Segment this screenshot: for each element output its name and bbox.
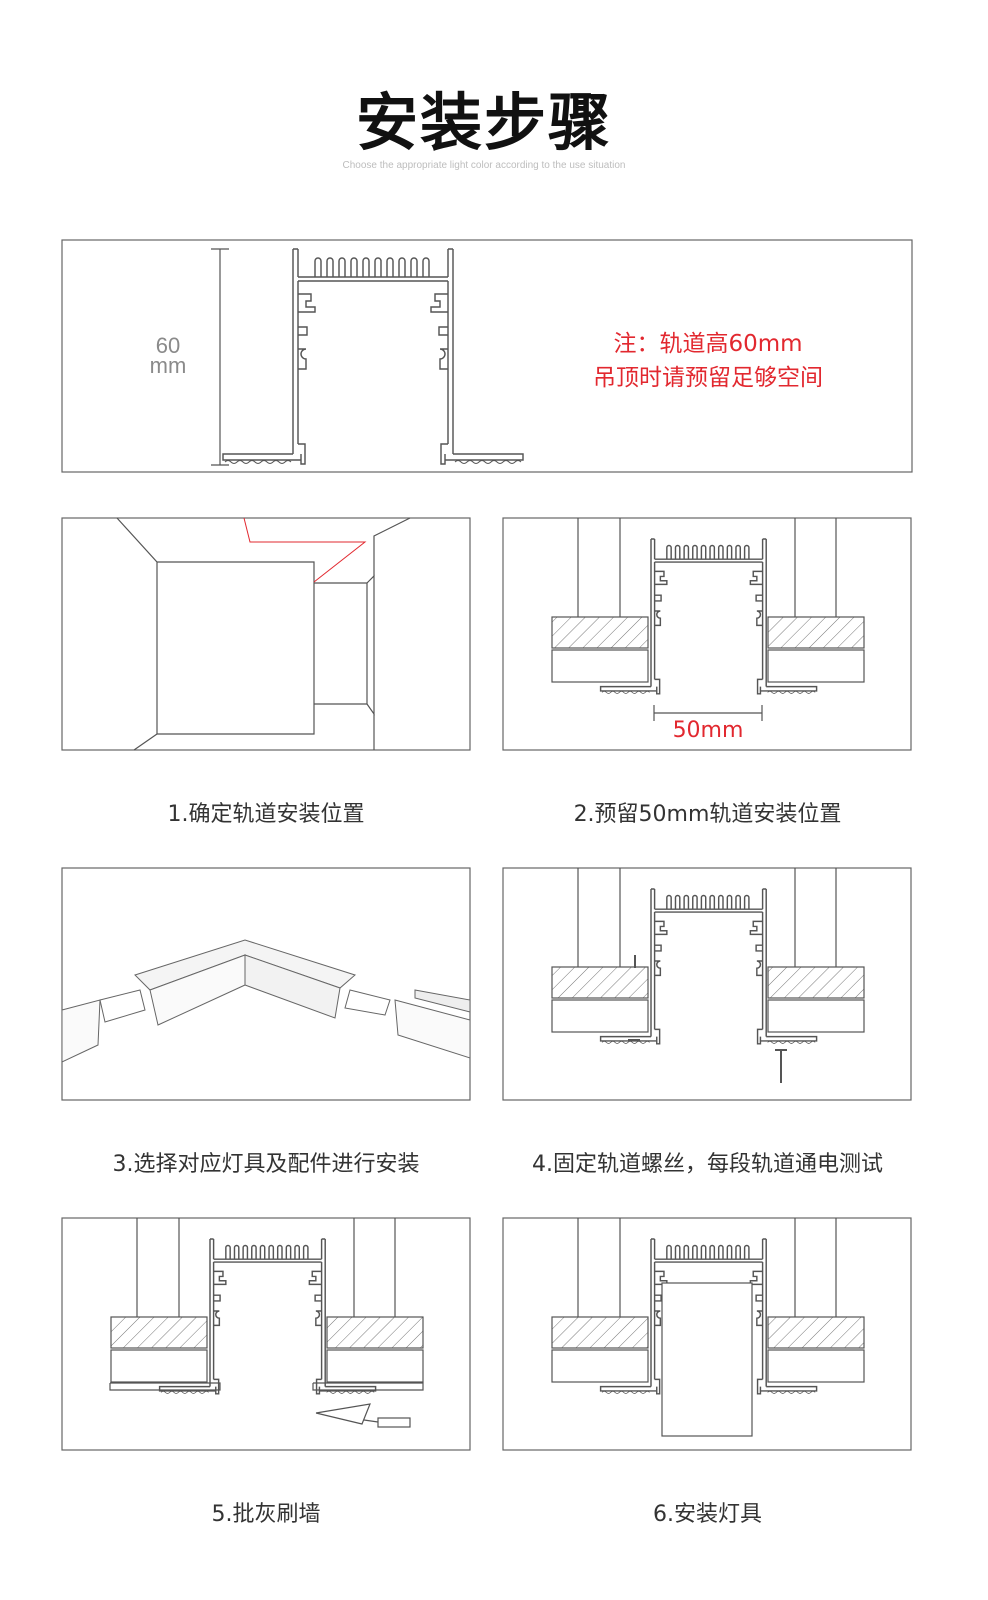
ceiling-board-hatched (110, 1316, 208, 1349)
dimension-50mm: 50mm (672, 718, 744, 743)
ceiling-board-hatched (767, 966, 865, 999)
page-subtitle: Choose the appropriate light color accor… (342, 160, 626, 171)
step-2-caption: 2.预留50mm轨道安装位置 (573, 802, 842, 827)
track-outline (599, 1238, 818, 1395)
step-1-panel (61, 517, 471, 751)
flange-texture (224, 460, 522, 464)
step-6-caption: 6.安装灯具 (653, 1502, 762, 1527)
flange-texture (601, 690, 816, 694)
ceiling-board-hatched (551, 1316, 649, 1349)
track-outline (222, 248, 524, 465)
trowel-neck (363, 1419, 379, 1423)
marking-line (243, 517, 367, 583)
ceiling-board (767, 649, 865, 683)
height-value: 60 (155, 333, 181, 358)
track-profile-large (222, 248, 524, 465)
step-4-caption: 4.固定轨道螺丝，每段轨道通电测试 (532, 1152, 883, 1177)
step-3-caption: 3.选择对应灯具及配件进行安装 (112, 1152, 420, 1177)
connector-right (344, 989, 391, 1016)
room-edge (133, 733, 158, 751)
plaster-layer (109, 1382, 221, 1391)
recess (314, 582, 368, 705)
ceiling-board (767, 999, 865, 1033)
flange-texture (601, 1040, 816, 1044)
flange-texture (601, 1390, 816, 1394)
recess-side (366, 574, 375, 716)
track-outline (599, 538, 818, 695)
lamp-body (661, 1282, 753, 1437)
step-5-caption: 5.批灰刷墙 (211, 1502, 321, 1527)
overview-panel (61, 239, 913, 473)
page-title: 安装步骤 (355, 86, 612, 159)
track-profile (158, 1238, 377, 1395)
ceiling-board-hatched (551, 966, 649, 999)
ceiling-opening (116, 517, 315, 735)
ceiling-board-hatched (551, 616, 649, 649)
trowel-blade (315, 1403, 371, 1425)
trowel-handle (377, 1417, 411, 1428)
ceiling-board-hatched (767, 1316, 865, 1349)
track-profile (599, 538, 818, 695)
ceiling-board (551, 649, 649, 683)
flange-texture (160, 1390, 375, 1394)
room-edge (373, 517, 411, 576)
ceiling-board (551, 999, 649, 1033)
height-label: 60 mm (140, 333, 196, 378)
track-side-right (244, 954, 341, 1019)
ceiling-board-hatched (326, 1316, 424, 1349)
track-outline (158, 1238, 377, 1395)
ceiling-board-hatched (767, 616, 865, 649)
height-unit: mm (149, 353, 187, 378)
note-line-1: 注：轨道高60mm (613, 331, 803, 357)
note-line-2: 吊顶时请预留足够空间 (593, 365, 823, 391)
ceiling-board (767, 1349, 865, 1383)
track-right-segment (394, 999, 471, 1059)
step-1-caption: 1.确定轨道安装位置 (167, 802, 365, 827)
track-outline (599, 888, 818, 1045)
connector-left (99, 989, 146, 1023)
ceiling-board (551, 1349, 649, 1383)
track-left-segment (61, 999, 101, 1063)
track-profile (599, 1238, 818, 1395)
track-profile (599, 888, 818, 1045)
ceiling-board (326, 1349, 424, 1383)
track-right-top (414, 989, 471, 1013)
plaster-layer (312, 1382, 424, 1391)
ceiling-board (110, 1349, 208, 1383)
